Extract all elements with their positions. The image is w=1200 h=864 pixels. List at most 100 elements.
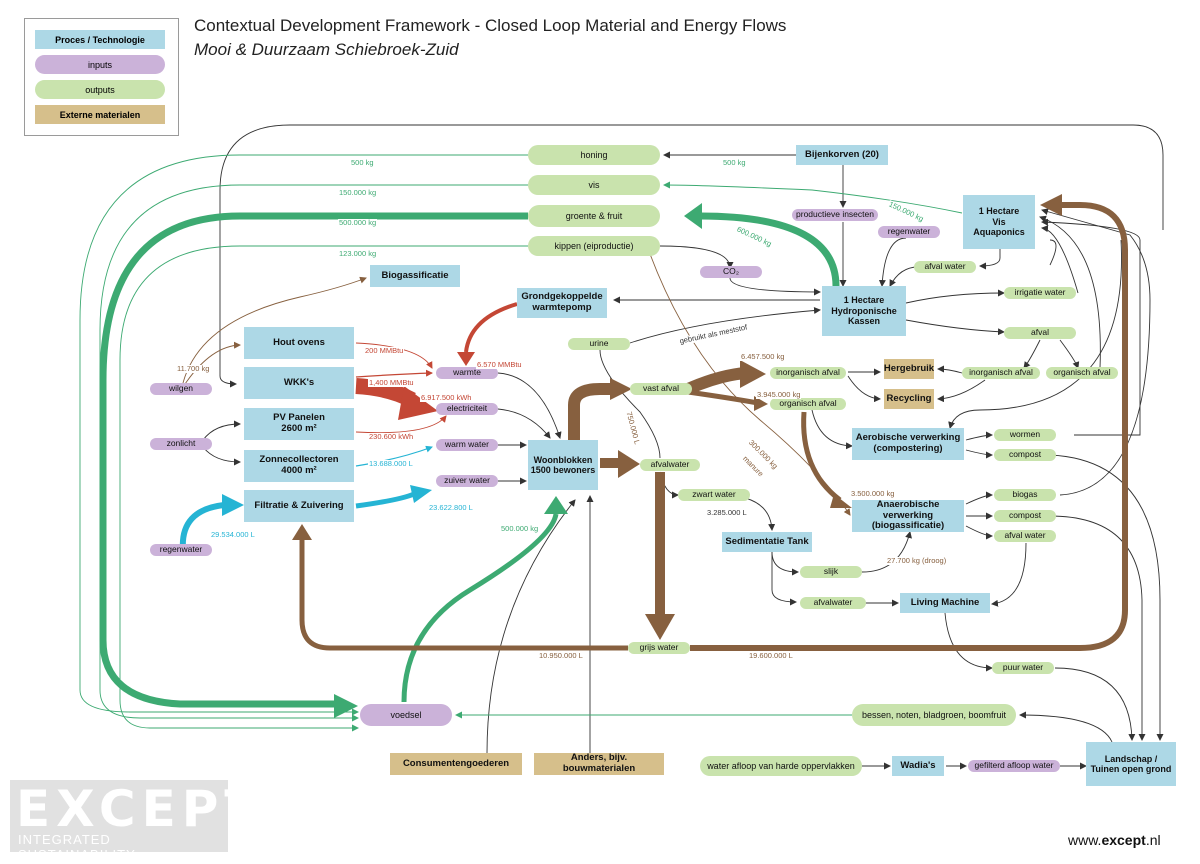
- node-grondgekoppelde: Grondgekoppelde warmtepomp: [517, 288, 607, 318]
- flow-label-inorg-6457: 6.457.500 kg: [740, 352, 786, 361]
- node-zuiver-water: zuiver water: [436, 475, 498, 487]
- node-aerobische: Aerobische verwerking (compostering): [852, 428, 964, 460]
- flow-label-vis-150: 150.000 kg: [338, 188, 378, 197]
- node-groente-fruit: groente & fruit: [528, 205, 660, 227]
- food-flows: [99, 203, 840, 718]
- node-voedsel: voedsel: [360, 704, 452, 726]
- flow-label-zon-13688: 13.688.000 L: [368, 459, 414, 468]
- energy-flows: [355, 302, 518, 434]
- node-zonlicht: zonlicht: [150, 438, 212, 450]
- node-kassen: 1 Hectare Hydroponische Kassen: [822, 286, 906, 336]
- node-anaerobische: Anaerobische verwerking (biogassificatie…: [852, 499, 964, 532]
- node-vis: vis: [528, 175, 660, 195]
- node-organisch-afval: organisch afval: [770, 398, 846, 410]
- legend-inputs: inputs: [35, 55, 165, 74]
- flow-label-wilgen-11700: 11.700 kg: [176, 364, 211, 373]
- legend-external: Externe materialen: [35, 105, 165, 124]
- node-honing: honing: [528, 145, 660, 165]
- node-living-machine: Living Machine: [900, 593, 990, 613]
- node-electriciteit: electriciteit: [436, 403, 498, 415]
- node-regenwater-top: regenwater: [878, 226, 940, 238]
- node-kippen: kippen (eiproductie): [528, 236, 660, 256]
- flow-label-wkk-1400: 1,400 MMBtu: [368, 378, 415, 387]
- website-prefix: www.: [1068, 832, 1102, 848]
- node-wormen: wormen: [994, 429, 1056, 441]
- node-afval: afval: [1004, 327, 1076, 339]
- node-wkk: WKK's: [244, 367, 354, 399]
- node-regenwater-left: regenwater: [150, 544, 212, 556]
- flow-label-org-3945: 3.945.000 kg: [756, 390, 802, 399]
- except-logo: EXCEPT INTEGRATED SUSTAINABILITY: [10, 780, 259, 862]
- legend: Proces / Technologie inputs outputs Exte…: [24, 18, 179, 136]
- flow-label-honing-500: 500 kg: [350, 158, 375, 167]
- node-filtratie: Filtratie & Zuivering: [244, 490, 354, 522]
- material-flows: [292, 194, 1128, 651]
- node-biogassificatie: Biogassificatie: [370, 265, 460, 287]
- flow-label-zwart-3285: 3.285.000 L: [706, 508, 748, 517]
- node-slijk: slijk: [800, 566, 862, 578]
- flow-label-grijs-19600: 19.600.000 L: [748, 651, 794, 660]
- node-co2: CO₂: [700, 266, 762, 278]
- logo-tagline: INTEGRATED SUSTAINABILITY: [18, 832, 136, 862]
- website-link[interactable]: www.except.nl: [1068, 832, 1161, 848]
- node-aquaponics: 1 Hectare Vis Aquaponics: [963, 195, 1035, 249]
- diagram-title: Contextual Development Framework - Close…: [194, 16, 787, 35]
- node-wilgen: wilgen: [150, 383, 212, 395]
- node-gefilterd: gefilterd afloop water: [968, 760, 1060, 772]
- node-warmte: warmte: [436, 367, 498, 379]
- legend-process: Proces / Technologie: [35, 30, 165, 49]
- legend-outputs: outputs: [35, 80, 165, 99]
- node-compost-1: compost: [994, 449, 1056, 461]
- logo-word: EXCEPT: [16, 780, 265, 838]
- node-organisch-afval-r: organisch afval: [1046, 367, 1118, 379]
- node-woonblokken: Woonblokken 1500 bewoners: [528, 440, 598, 490]
- node-anders: Anders, bijv. bouwmaterialen: [534, 752, 664, 775]
- flow-label-droog-27700: 27.700 kg (droog): [886, 556, 948, 565]
- node-inorganisch-afval: inorganisch afval: [770, 367, 846, 379]
- flow-label-honing-500b: 500 kg: [722, 158, 747, 167]
- node-consumentengoederen: Consumentengoederen: [390, 753, 522, 775]
- node-hout-ovens: Hout ovens: [244, 327, 354, 359]
- node-zonnecollectoren: Zonnecollectoren 4000 m²: [244, 450, 354, 482]
- node-biogas: biogas: [994, 489, 1056, 501]
- node-productieve-insecten: productieve insecten: [792, 209, 878, 221]
- node-irrigatie-water: irrigatie water: [1004, 287, 1076, 299]
- flow-label-pomp-6570: 6.570 MMBtu: [476, 360, 523, 369]
- node-inorganisch-afval-r: inorganisch afval: [962, 367, 1040, 379]
- website-bold: except: [1101, 832, 1146, 848]
- flow-label-hout-200: 200 MMBtu: [364, 346, 405, 355]
- node-water-afloop: water afloop van harde oppervlakken: [700, 756, 862, 776]
- node-bijenkorven: Bijenkorven (20): [796, 145, 888, 165]
- node-recycling: Recycling: [884, 389, 934, 409]
- node-afval-water-top: afval water: [914, 261, 976, 273]
- flow-label-filt-23622: 23.622.800 L: [428, 503, 474, 512]
- node-sedimentatie: Sedimentatie Tank: [722, 532, 812, 552]
- flow-label-voedsel-500: 500.000 kg: [500, 524, 540, 533]
- flow-label-wkk-6917: 6.917.500 kWh: [420, 393, 473, 402]
- node-compost-2: compost: [994, 510, 1056, 522]
- website-suffix: .nl: [1145, 832, 1161, 848]
- node-urine: urine: [568, 338, 630, 350]
- node-pv: PV Panelen 2600 m²: [244, 408, 354, 440]
- thin-green-lines: [79, 154, 963, 732]
- node-landschap: Landschap / Tuinen open grond: [1086, 742, 1176, 786]
- flow-label-anaer-3500: 3.500.000 kg: [850, 489, 896, 498]
- water-flows: [179, 445, 433, 551]
- diagram-subtitle: Mooi & Duurzaam Schiebroek-Zuid: [194, 40, 459, 59]
- node-hergebruik: Hergebruik: [884, 359, 934, 379]
- flow-label-pv-230: 230.600 kWh: [368, 432, 415, 441]
- flow-label-groente-500: 500.000 kg: [338, 218, 378, 227]
- flow-label-kippen-123: 123.000 kg: [338, 249, 378, 258]
- node-vast-afval: vast afval: [630, 383, 692, 395]
- node-warm-water: warm water: [436, 439, 498, 451]
- node-afval-water-2: afval water: [994, 530, 1056, 542]
- flow-label-reg-29534: 29.534.000 L: [210, 530, 256, 539]
- node-grijs-water: grijs water: [628, 642, 690, 654]
- node-afvalwater-2: afvalwater: [800, 597, 866, 609]
- node-wadias: Wadia's: [892, 756, 944, 776]
- node-bessen: bessen, noten, bladgroen, boomfruit: [852, 704, 1016, 726]
- flow-label-grijs-10950: 10.950.000 L: [538, 651, 584, 660]
- node-puur-water: puur water: [992, 662, 1054, 674]
